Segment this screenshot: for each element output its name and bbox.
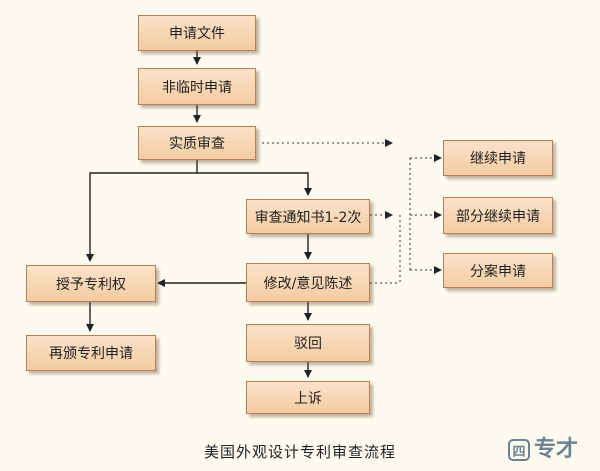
node-reissue: 再颁专利申请 <box>26 335 156 371</box>
node-rejection: 驳回 <box>246 324 370 362</box>
node-amend-response: 修改/意见陈述 <box>246 263 370 302</box>
logo-text: 专才 <box>534 437 579 462</box>
dotted-connectors <box>262 139 442 284</box>
node-substantive-exam: 实质审查 <box>138 126 256 160</box>
node-continuation: 继续申请 <box>443 140 553 176</box>
node-apply-file: 申请文件 <box>138 15 256 51</box>
node-divisional: 分案申请 <box>443 253 553 288</box>
brand-logo: 四 专才 <box>508 439 578 461</box>
node-office-action: 审查通知书1-2次 <box>246 199 370 234</box>
node-non-provisional: 非临时申请 <box>138 68 256 105</box>
arrow-exam-to-officeaction <box>196 160 312 196</box>
diagram-caption: 美国外观设计专利审查流程 <box>203 443 396 461</box>
node-grant-patent: 授予专利权 <box>26 265 156 302</box>
node-appeal: 上诉 <box>246 381 370 414</box>
node-cip: 部分继续申请 <box>443 197 553 234</box>
arrow-exam-to-grant <box>86 172 197 262</box>
logo-mark-icon: 四 <box>508 439 530 461</box>
